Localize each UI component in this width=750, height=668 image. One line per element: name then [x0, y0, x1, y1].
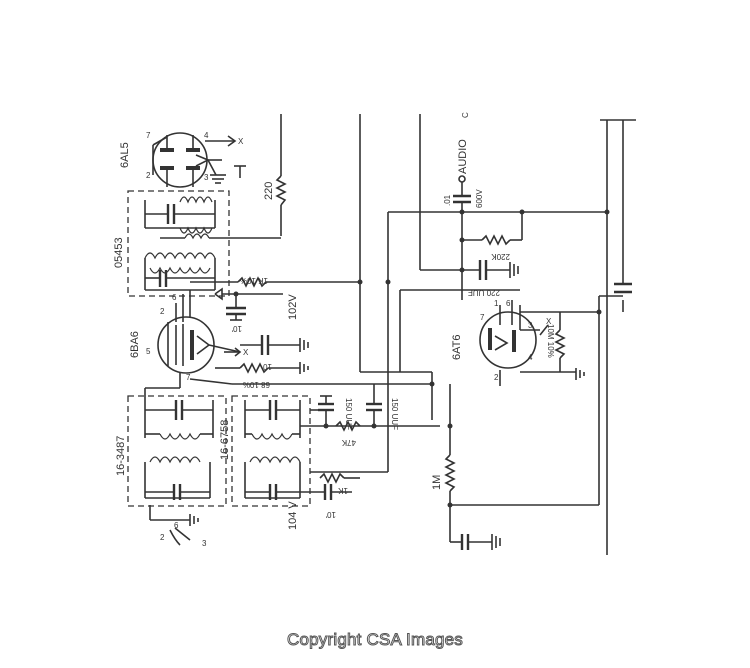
label-6at6: 6AT6 — [451, 335, 463, 360]
ground-lower-left — [149, 505, 199, 546]
signal-wires — [144, 371, 440, 427]
label-47k: 47K — [341, 438, 356, 447]
label-150-a: 150 UUF — [344, 398, 353, 430]
lower-rc — [300, 472, 360, 500]
xfmr-16-3487 — [127, 395, 227, 507]
label-104v: 104 V — [287, 501, 299, 530]
label-1m: 1M — [431, 475, 443, 490]
tube-6at6 — [479, 282, 632, 386]
label-cap-01: .01 — [443, 194, 452, 206]
pin-label: 4 — [528, 353, 533, 362]
pin-label: 2 — [494, 373, 499, 382]
label-c-stub: C — [461, 112, 470, 118]
label-cap-10a: 10' — [231, 324, 242, 333]
pin-label: 7 — [186, 373, 191, 382]
copyright-watermark: Copyright CSA Images — [287, 630, 464, 650]
label-1k-10: 1K 10% — [240, 276, 268, 285]
pin-label: 3 — [204, 173, 209, 182]
label-600v: 600V — [475, 189, 484, 208]
label-16-3487: 16-3487 — [115, 436, 127, 476]
labels: 6AL5 05453 220 1K 10% 102V 10' 6BA6 10' … — [113, 112, 555, 548]
label-cap-10c: 10' — [325, 510, 336, 519]
pin-label: 1 — [494, 299, 499, 308]
pin-label: 5 — [146, 347, 151, 356]
audio-output — [387, 175, 607, 372]
label-150-b: 150 UUF — [390, 398, 399, 430]
pin-label: 7 — [480, 313, 485, 322]
pin-label: 7 — [146, 131, 151, 140]
x-label: X — [238, 137, 244, 146]
label-audio: AUDIO — [457, 139, 469, 174]
label-68-10: 68 10% — [243, 380, 270, 389]
resistor-1k-10 — [190, 276, 360, 321]
label-1k-b: 1K — [338, 486, 348, 495]
label-220k: 220K — [491, 252, 510, 261]
xfmr-16-6758 — [231, 395, 311, 507]
pin-label: 2 — [146, 171, 151, 180]
pin-label: 4 — [204, 131, 209, 140]
label-102v: 102V — [287, 294, 299, 320]
detector-network — [310, 282, 389, 473]
tube-6ba6 — [157, 290, 309, 388]
label-10m: 10M 10% — [546, 324, 555, 358]
label-6al5: 6AL5 — [119, 142, 131, 168]
label-6ba6: 6BA6 — [129, 331, 141, 358]
pin-label: 6 — [172, 293, 177, 302]
xfmr-05453 — [127, 190, 281, 297]
resistor-1m — [444, 384, 599, 550]
pin-label: 6 — [174, 521, 179, 530]
pin-label: 2 — [160, 533, 165, 542]
bus-lines — [280, 114, 636, 555]
label-220: 220 — [263, 182, 275, 200]
junctions — [233, 209, 610, 508]
pin-label: 3 — [202, 539, 207, 548]
x-label: X — [546, 317, 552, 326]
resistor-220 — [275, 175, 287, 206]
pin-label: 2 — [160, 307, 165, 316]
pin-label: 3 — [528, 321, 533, 330]
tube-6al5 — [152, 132, 246, 188]
label-220uuf: 220 UUF — [468, 288, 500, 297]
x-label: X — [243, 348, 249, 357]
label-16-6758: 16-6758 — [219, 420, 231, 460]
label-cap-10b: 10' — [261, 362, 272, 371]
pin-label: 6 — [506, 299, 511, 308]
label-05453: 05453 — [113, 237, 125, 268]
